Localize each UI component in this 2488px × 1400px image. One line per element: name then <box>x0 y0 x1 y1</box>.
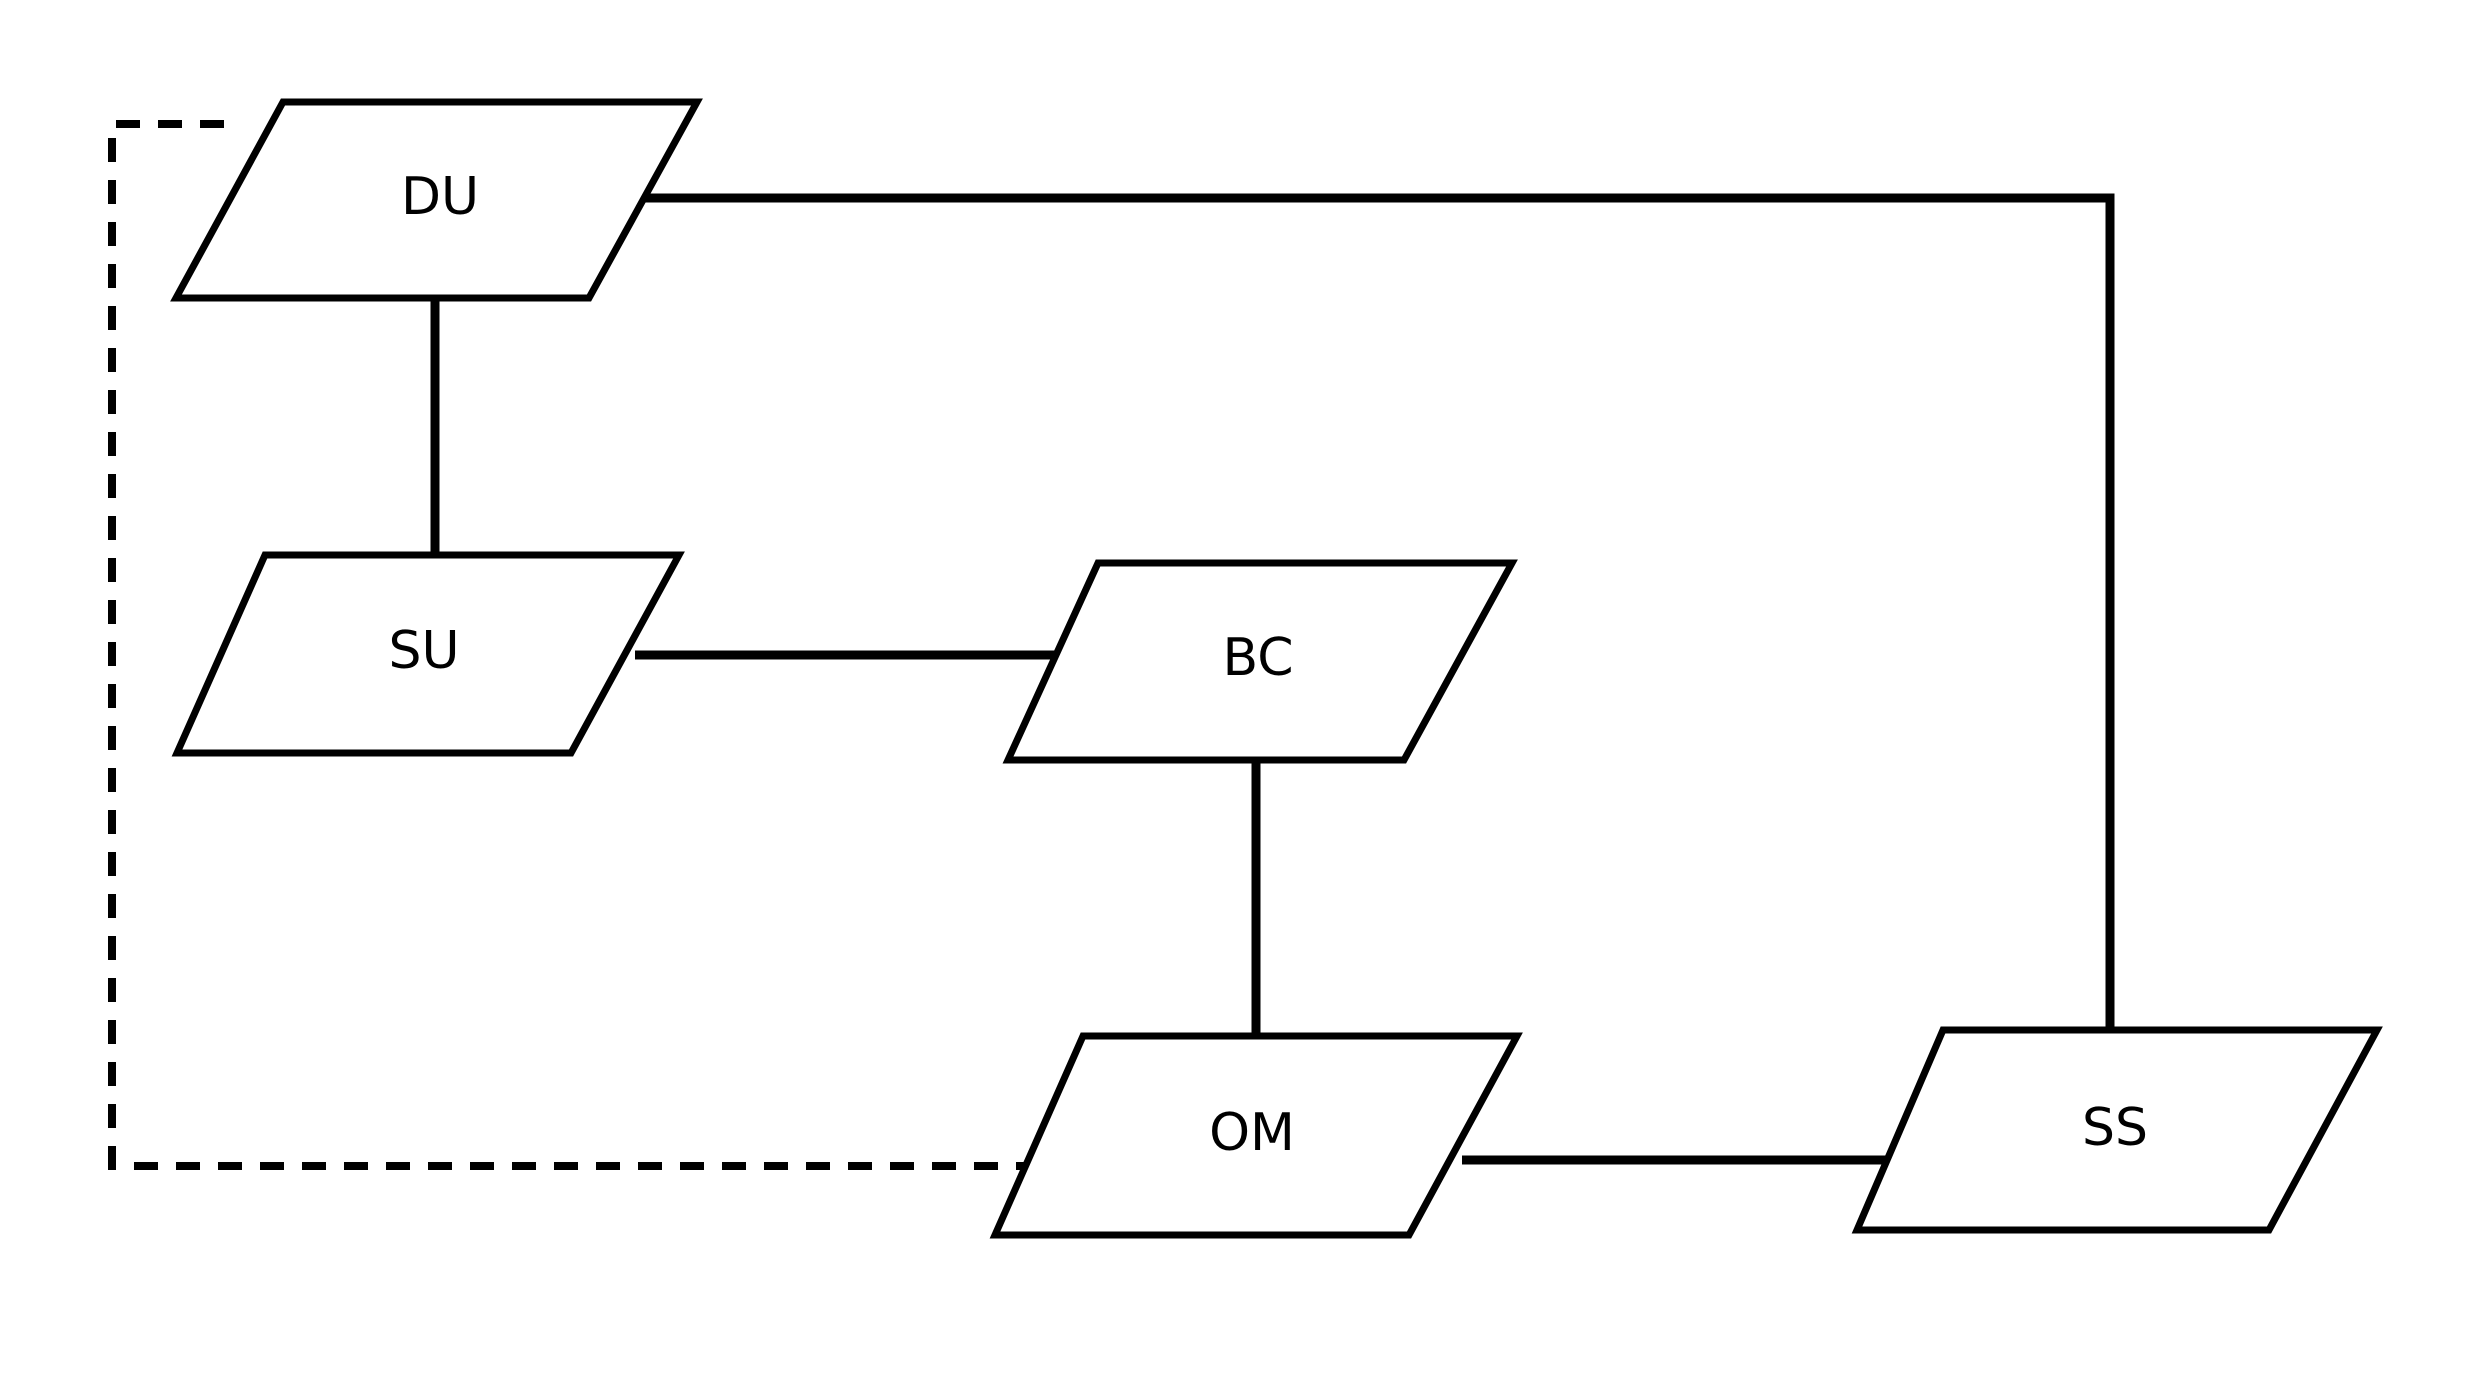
edge-du-ss[interactable] <box>640 193 2115 1030</box>
node-om[interactable]: OM <box>989 1032 1523 1239</box>
node-bc-shape[interactable] <box>1002 559 1518 764</box>
node-bc-label: BC <box>1222 628 1293 688</box>
node-ss[interactable]: SS <box>1851 1026 2383 1234</box>
node-du-shape[interactable] <box>170 98 703 302</box>
node-layer: DU SU BC OM SS <box>170 98 2383 1239</box>
edge-du-om-dashed[interactable] <box>108 120 1025 1170</box>
node-su[interactable]: SU <box>171 551 685 757</box>
node-om-shape[interactable] <box>989 1032 1523 1239</box>
node-du-label: DU <box>401 167 479 227</box>
edge-layer <box>108 120 2115 1170</box>
node-ss-label: SS <box>2082 1098 2148 1158</box>
node-su-label: SU <box>388 621 459 681</box>
node-bc[interactable]: BC <box>1002 559 1518 764</box>
node-om-label: OM <box>1209 1103 1295 1163</box>
node-du[interactable]: DU <box>170 98 703 302</box>
node-su-shape[interactable] <box>171 551 685 757</box>
node-ss-shape[interactable] <box>1851 1026 2383 1234</box>
